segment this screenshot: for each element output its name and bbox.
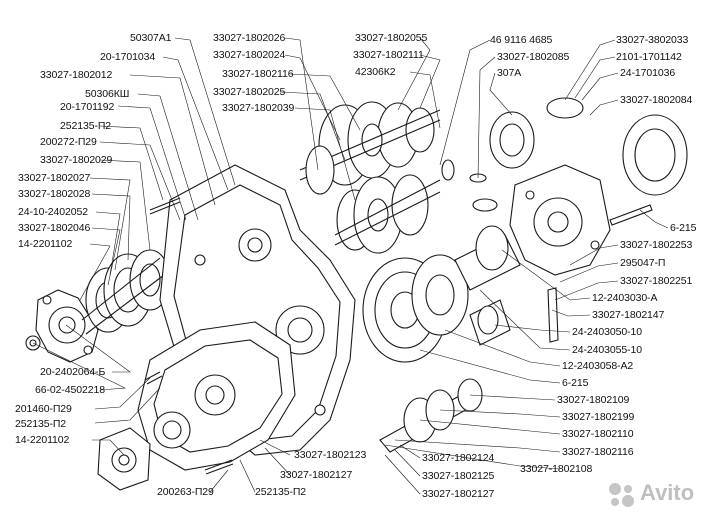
- part-label: 33027-1802127: [280, 469, 353, 481]
- part-label: 20-2402064-Б: [40, 366, 106, 378]
- right-bearing: [489, 97, 688, 196]
- part-label: 33027-3802033: [616, 34, 689, 46]
- part-label: 12-2403030-А: [592, 292, 658, 304]
- part-label: 2101-1701142: [616, 51, 682, 63]
- part-label: 252135-П2: [60, 120, 112, 132]
- part-label: 33027-1802012: [40, 69, 113, 81]
- left-bearing-stack: [81, 249, 171, 335]
- part-label: 14-2201102: [15, 434, 70, 446]
- part-label: 33027-1802116: [222, 68, 294, 80]
- part-label: 12-2403058-А2: [562, 360, 634, 372]
- middle-gear-stack: [334, 174, 441, 254]
- part-label: 6-215: [670, 222, 697, 234]
- part-label: 252135-П2: [15, 418, 67, 430]
- bevel-gears: [454, 225, 521, 346]
- pins-and-washers: [441, 159, 653, 343]
- part-label: 200272-П29: [40, 136, 97, 148]
- avito-dots-icon: [609, 483, 634, 507]
- part-label: 6-215: [562, 377, 589, 389]
- part-label: 33027-1802127: [422, 488, 495, 500]
- part-label: 42306К2: [355, 66, 396, 78]
- part-label: 307А: [497, 67, 522, 79]
- part-label: 33027-1802027: [18, 172, 91, 184]
- part-label: 33027-1802108: [520, 463, 593, 475]
- part-label: 24-2403055-10: [572, 344, 642, 356]
- part-label: 33027-1802039: [222, 102, 295, 114]
- large-gear: [362, 254, 469, 363]
- part-label: 24-10-2402052: [18, 206, 88, 218]
- part-label: 33027-1802084: [620, 94, 693, 106]
- part-label: 33027-1802026: [213, 32, 286, 44]
- part-label: 33027-1802253: [620, 239, 693, 251]
- lower-shaft: [379, 378, 483, 453]
- part-label: 33027-1802028: [18, 188, 91, 200]
- differential-housing: [509, 164, 611, 276]
- part-label: 33027-1802085: [497, 51, 570, 63]
- lower-flange: [97, 427, 151, 491]
- part-label: 33027-1802123: [294, 449, 367, 461]
- part-label: 24-2403050-10: [572, 326, 642, 338]
- part-label: 33027-1802024: [213, 49, 286, 61]
- part-label: 33027-1802125: [422, 470, 495, 482]
- part-label: 33027-1802055: [355, 32, 428, 44]
- part-label: 50307А1: [130, 32, 172, 44]
- part-label: 20-1701192: [60, 101, 115, 113]
- front-cover: [137, 321, 296, 471]
- part-label: 66-02-4502218: [35, 384, 105, 396]
- part-label: 33027-1802109: [557, 394, 630, 406]
- part-label: 33027-1802111: [353, 49, 424, 61]
- avito-wordmark: Avito: [640, 480, 695, 505]
- part-label: 33027-1802029: [40, 154, 113, 166]
- bolts: [144, 197, 234, 475]
- part-label: 33027-1802025: [213, 86, 286, 98]
- part-label: 33027-1802199: [562, 411, 635, 423]
- part-label: 33027-1802124: [422, 452, 495, 464]
- part-label: 295047-П: [620, 257, 666, 269]
- part-label: 50306КШ: [85, 88, 130, 100]
- part-label: 252135-П2: [255, 486, 307, 498]
- part-label: 20-1701034: [100, 51, 156, 63]
- part-label: 33027-1802116: [562, 446, 634, 458]
- part-label: 33027-1802046: [18, 222, 91, 234]
- part-label: 46 9116 4685: [490, 34, 553, 46]
- part-label: 33027-1802147: [592, 309, 665, 321]
- part-label: 24-1701036: [620, 67, 676, 79]
- part-label: 200263-П29: [157, 486, 214, 498]
- leader-lines: [32, 37, 669, 495]
- part-label: 33027-1802110: [562, 428, 634, 440]
- part-label: 14-2201102: [18, 238, 73, 250]
- part-label: 33027-1802251: [620, 275, 693, 287]
- part-label: 201460-П29: [15, 403, 72, 415]
